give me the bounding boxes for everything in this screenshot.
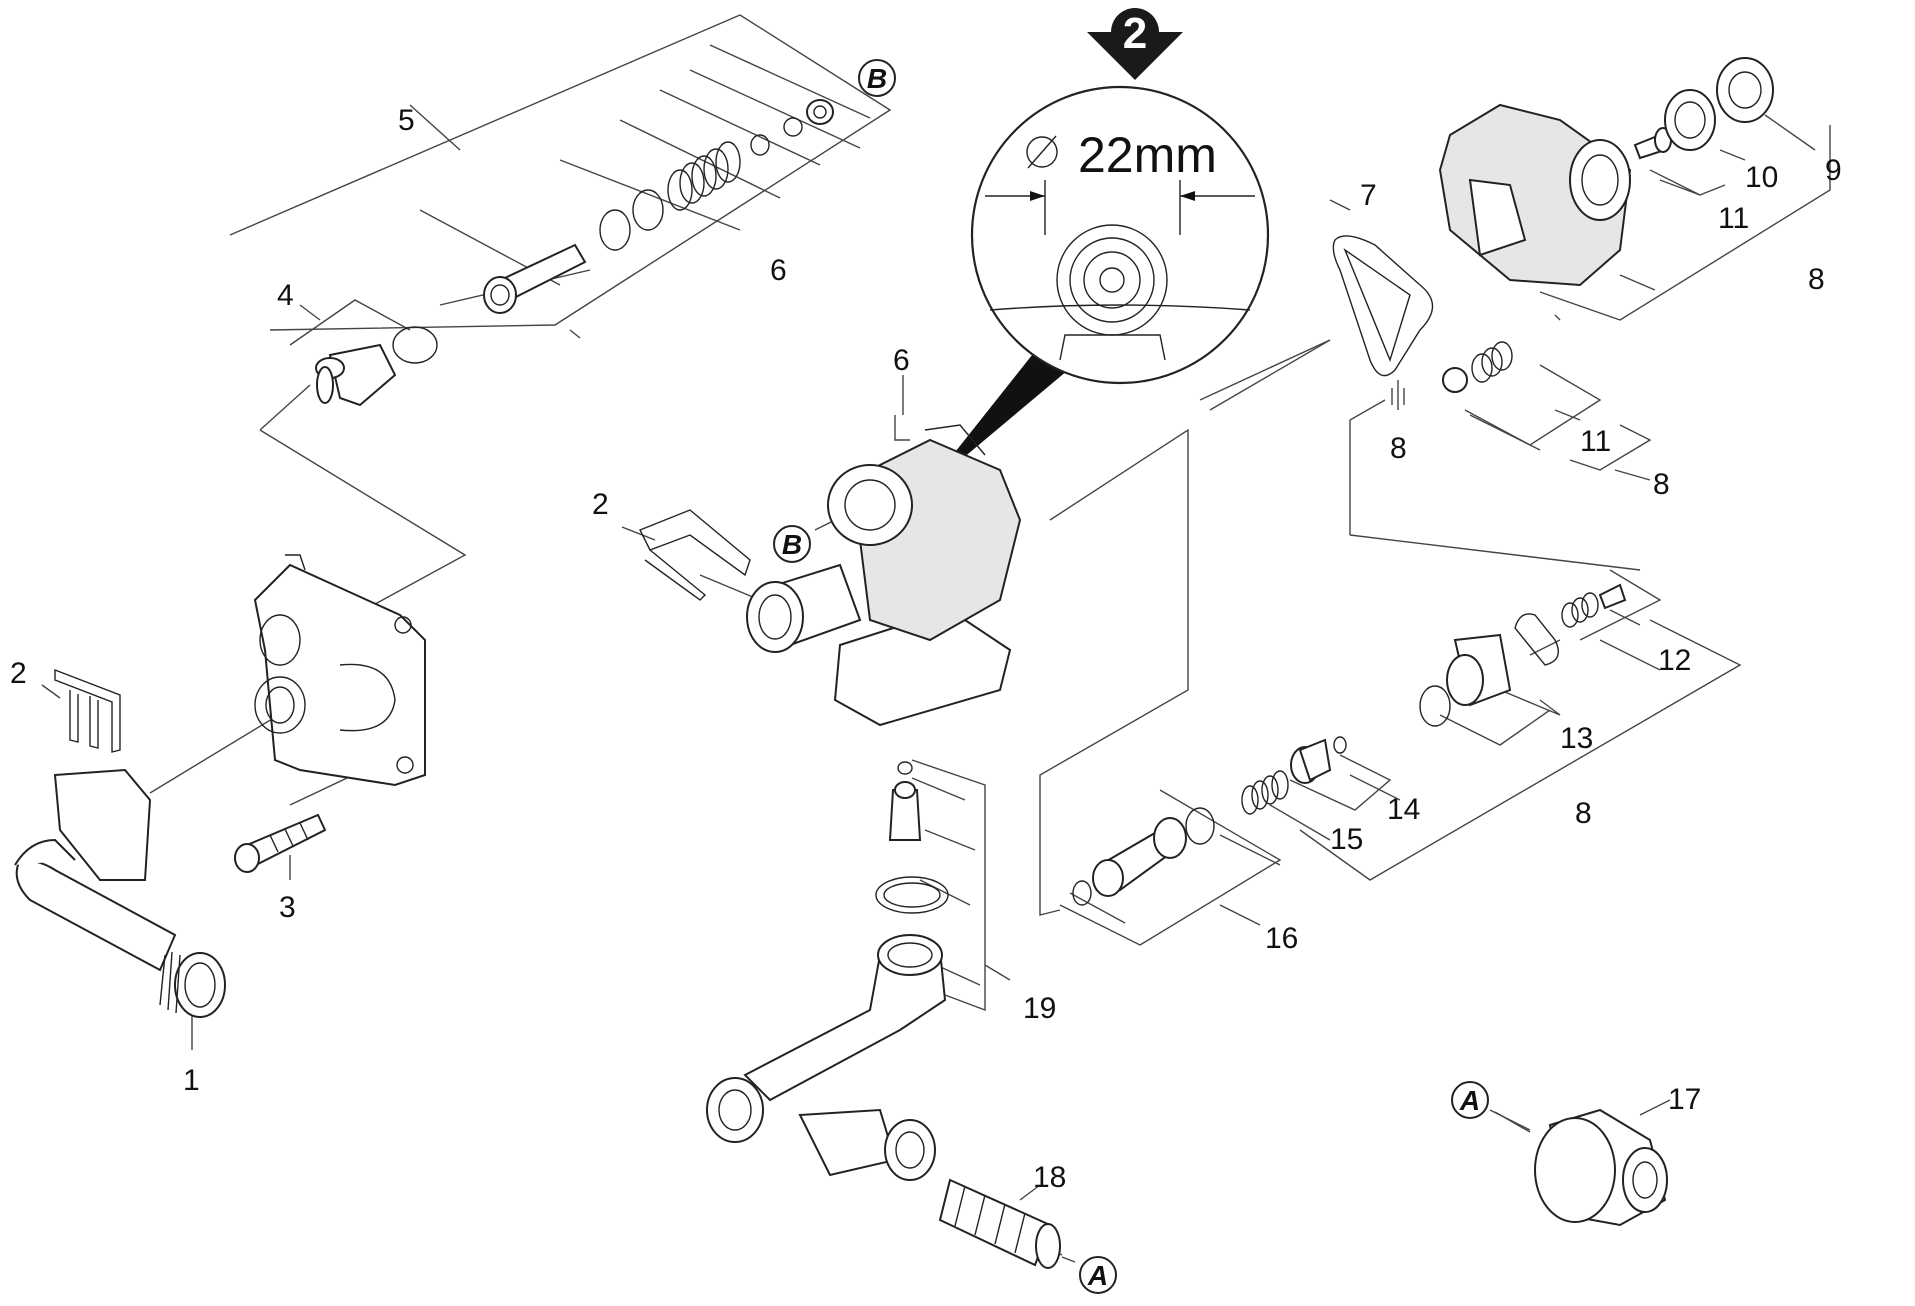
part-filter-18: [938, 1178, 1061, 1269]
callout-9: 9: [1825, 154, 1842, 187]
svg-text:B: B: [867, 63, 887, 94]
callout-11-upper: 11: [1718, 202, 1749, 235]
part-outlet-pipe: [706, 934, 947, 1181]
callout-14: 14: [1387, 793, 1420, 826]
step-badge: 2: [1123, 9, 1147, 58]
part-screw: [234, 813, 327, 873]
part-spring-5: [667, 141, 741, 211]
svg-text:B: B: [782, 529, 802, 560]
o-ring-5a: [599, 209, 631, 251]
o-ring-small-5: [783, 117, 803, 137]
callout-8-lower: 8: [1575, 797, 1592, 830]
part-valve-12: [1514, 583, 1627, 666]
part-spring-15: [1241, 770, 1289, 815]
magnified-detail: 22mm: [925, 85, 1270, 490]
callout-5: 5: [398, 104, 415, 137]
callout-4: 4: [277, 279, 294, 312]
callout-2-left: 2: [10, 657, 27, 690]
part-clip-center: [639, 509, 751, 601]
part-valve-11-upper: [1633, 127, 1672, 160]
callout-8-gasket: 8: [1390, 432, 1407, 465]
ref-b-center: B: [773, 525, 811, 563]
step-arrow-icon: 2: [1087, 8, 1183, 80]
part-gasket-7: [1332, 235, 1434, 377]
part-valve-11-lower: [1442, 341, 1513, 393]
part-clip-left: [54, 668, 121, 753]
callout-11-lower: 11: [1580, 425, 1611, 458]
callouts: 1 2 2 3 4 5 6 6 7 8 8 8 8 9 10 11 11 12 …: [10, 104, 1842, 1194]
part-valve-stem: [483, 243, 587, 314]
part-pump-head-center: [746, 424, 1022, 727]
callout-10: 10: [1745, 161, 1778, 194]
callout-13: 13: [1560, 722, 1593, 755]
callout-15: 15: [1330, 823, 1363, 856]
callout-2-center: 2: [592, 488, 609, 521]
svg-text:A: A: [1459, 1085, 1480, 1116]
part-sleeve-19: [875, 761, 949, 914]
washer-5: [750, 134, 770, 156]
callout-16: 16: [1265, 922, 1298, 955]
part-valve-4: [315, 326, 438, 407]
svg-text:A: A: [1087, 1260, 1108, 1291]
part-valve-head-upper: [1438, 103, 1632, 287]
part-valve-14: [1290, 736, 1347, 784]
callout-3: 3: [279, 891, 296, 924]
diameter-label: 22mm: [1078, 127, 1217, 183]
part-gasket-7-inner: [1343, 248, 1411, 363]
part-inlet-elbow: [14, 768, 226, 1018]
leader-lines: [41, 14, 1831, 1263]
callout-6-top: 6: [770, 254, 787, 287]
callout-18: 18: [1033, 1161, 1066, 1194]
part-connector-17: [1534, 1108, 1668, 1227]
callout-1: 1: [183, 1064, 200, 1097]
callout-8-upper: 8: [1808, 263, 1825, 296]
part-cap-9: [1716, 57, 1774, 123]
callout-8-mid: 8: [1653, 468, 1670, 501]
part-valve-16: [1072, 807, 1215, 906]
callout-12: 12: [1658, 644, 1691, 677]
diameter-icon: [1026, 135, 1058, 169]
ref-a-connector: A: [1451, 1081, 1489, 1119]
part-cap-5: [806, 99, 834, 125]
callout-6-center: 6: [893, 344, 910, 377]
part-bearing-10: [1664, 89, 1716, 151]
ref-a-filter: A: [1079, 1256, 1117, 1294]
callout-19: 19: [1023, 992, 1056, 1025]
part-pump-housing: [253, 554, 426, 787]
ref-b-top: B: [858, 59, 896, 97]
callout-7: 7: [1360, 179, 1377, 212]
part-valve-13: [1419, 633, 1512, 727]
callout-17: 17: [1668, 1083, 1701, 1116]
o-ring-5b: [632, 189, 664, 231]
